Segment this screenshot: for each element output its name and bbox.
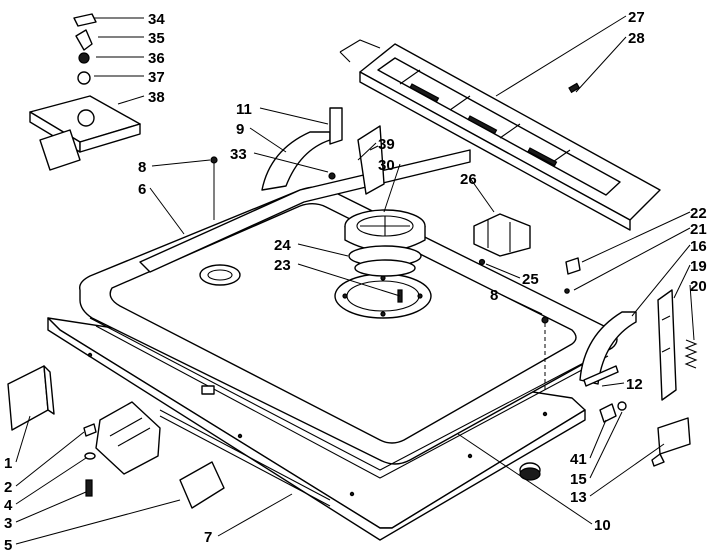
callout-11: 11 xyxy=(236,101,252,118)
burner-assembly xyxy=(344,209,426,303)
callout-21: 21 xyxy=(690,221,707,238)
callout-22: 22 xyxy=(690,205,707,222)
callout-15: 15 xyxy=(570,471,587,488)
callout-20: 20 xyxy=(690,278,707,295)
mounting-screw-lower xyxy=(541,316,549,392)
callout-25: 25 xyxy=(522,271,539,288)
callout-39: 39 xyxy=(378,136,395,153)
callout-30: 30 xyxy=(378,157,395,174)
callout-8-lower: 8 xyxy=(490,287,498,304)
control-knob xyxy=(519,462,541,481)
callout-labels: 34 35 36 37 38 27 28 11 9 39 33 30 8 6 2… xyxy=(4,9,707,554)
leader-lines xyxy=(15,15,695,545)
callout-37: 37 xyxy=(148,69,165,86)
insulator-block xyxy=(599,403,617,423)
callout-10: 10 xyxy=(594,517,611,534)
callout-1: 1 xyxy=(4,455,12,472)
callout-4: 4 xyxy=(4,497,13,514)
spring-clip xyxy=(565,257,581,275)
callout-9: 9 xyxy=(236,121,244,138)
heat-shield-plate xyxy=(179,461,225,509)
right-hinge-bracket xyxy=(579,311,637,385)
callout-33: 33 xyxy=(230,146,247,163)
callout-16: 16 xyxy=(690,238,707,255)
callout-8-upper: 8 xyxy=(138,159,146,176)
control-assembly xyxy=(29,13,141,171)
left-hinge-bracket xyxy=(261,107,343,191)
clip-screw xyxy=(564,288,570,294)
callout-3: 3 xyxy=(4,515,12,532)
callout-26: 26 xyxy=(460,171,477,188)
callout-35: 35 xyxy=(148,30,165,47)
igniter-switch xyxy=(473,213,531,266)
callout-34: 34 xyxy=(148,11,165,28)
callout-36: 36 xyxy=(148,50,165,67)
support-bracket xyxy=(357,125,385,195)
side-shield xyxy=(7,365,55,431)
side-support-bracket xyxy=(657,289,677,401)
compression-spring xyxy=(684,339,698,369)
callout-27: 27 xyxy=(628,9,645,26)
callout-5: 5 xyxy=(4,537,12,554)
callout-38: 38 xyxy=(148,89,165,106)
bracket-screw xyxy=(328,172,336,180)
door-latch-assembly xyxy=(83,401,161,497)
trim-screw xyxy=(568,82,581,94)
callout-13: 13 xyxy=(570,489,587,506)
callout-19: 19 xyxy=(690,258,707,275)
retainer-clip xyxy=(617,401,627,411)
wire-retainer xyxy=(583,365,619,387)
callout-24: 24 xyxy=(274,237,291,254)
mounting-screw-upper xyxy=(210,156,218,220)
callout-6: 6 xyxy=(138,181,146,198)
range-top-panel xyxy=(47,149,618,541)
callout-41: 41 xyxy=(570,451,587,468)
callout-23: 23 xyxy=(274,257,291,274)
callout-7: 7 xyxy=(204,529,212,546)
callout-2: 2 xyxy=(4,479,12,496)
callout-28: 28 xyxy=(628,30,645,47)
callout-12: 12 xyxy=(626,376,643,393)
hold-down-bracket xyxy=(651,417,691,467)
vent-trim-strip xyxy=(339,39,661,231)
